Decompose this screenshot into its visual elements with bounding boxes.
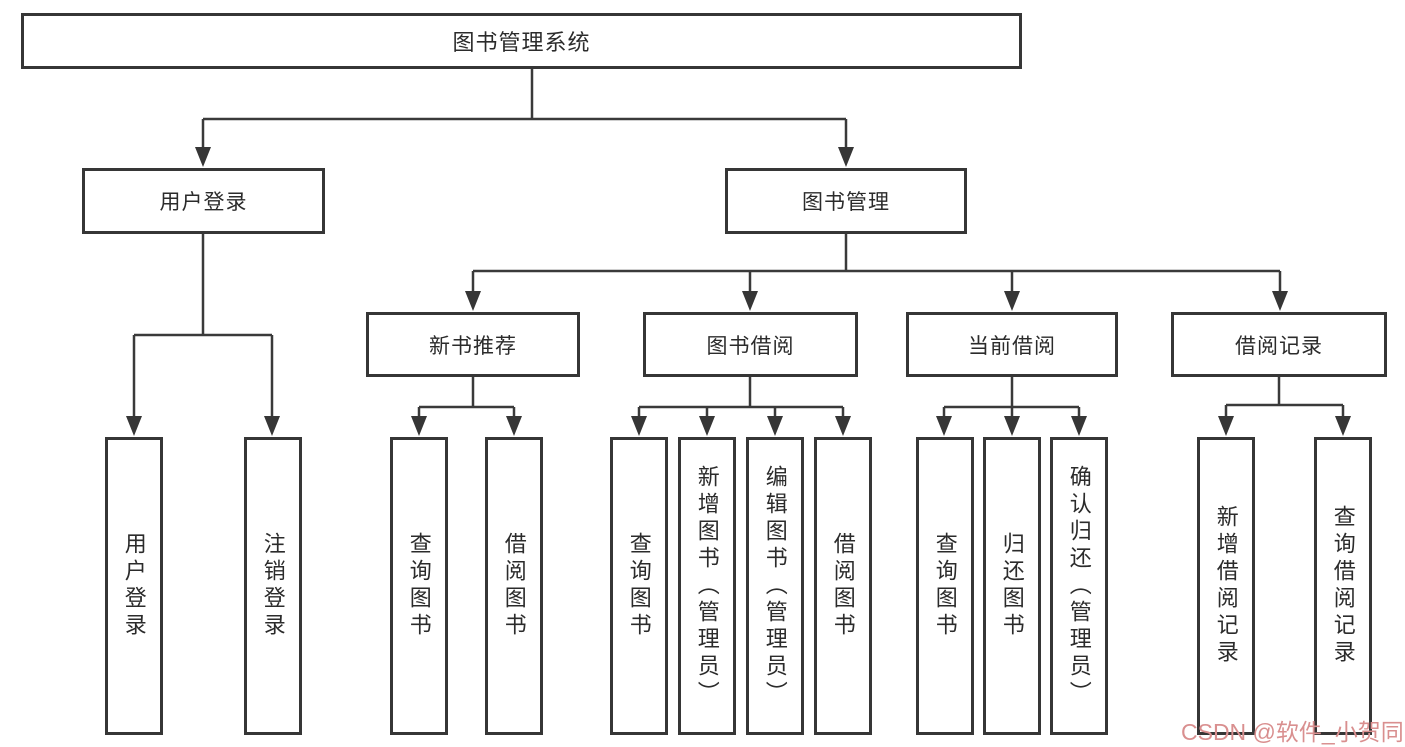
leaf-label: 新增借阅记录 xyxy=(1213,505,1239,667)
node-label: 新书推荐 xyxy=(429,334,517,358)
leaf-label: 借阅图书 xyxy=(501,532,527,640)
node-label: 借阅记录 xyxy=(1235,334,1323,358)
node-user-login: 用户登录 xyxy=(82,168,325,234)
leaf-newbook-query-books: 查询图书 xyxy=(390,437,448,735)
leaf-current-query-books: 查询图书 xyxy=(916,437,974,735)
leaf-label: 编辑图书（管理员） xyxy=(762,464,788,708)
node-book-management: 图书管理 xyxy=(725,168,967,234)
leaf-label: 注销登录 xyxy=(260,532,286,640)
leaf-newbook-borrow-books: 借阅图书 xyxy=(485,437,543,735)
leaf-borrowing-borrow-books: 借阅图书 xyxy=(814,437,872,735)
csdn-watermark: CSDN @软件_小贺同学 xyxy=(1181,719,1405,745)
leaf-label: 查询图书 xyxy=(406,532,432,640)
leaf-logout: 注销登录 xyxy=(244,437,302,735)
node-label: 图书管理 xyxy=(802,191,890,214)
node-label: 图书借阅 xyxy=(706,334,795,358)
leaf-label: 归还图书 xyxy=(999,532,1025,640)
leaf-records-add-record: 新增借阅记录 xyxy=(1197,437,1255,735)
node-current-borrowing: 当前借阅 xyxy=(906,312,1118,377)
node-label: 图书管理系统 xyxy=(452,30,591,55)
leaf-label: 新增图书（管理员） xyxy=(694,464,720,708)
leaf-borrowing-query-books: 查询图书 xyxy=(610,437,668,735)
leaf-current-confirm-return-admin: 确认归还（管理员） xyxy=(1050,437,1108,735)
node-new-book-recommend: 新书推荐 xyxy=(366,312,580,377)
node-library-system-root: 图书管理系统 xyxy=(21,13,1022,69)
node-label: 当前借阅 xyxy=(968,334,1056,358)
leaf-label: 查询图书 xyxy=(932,532,958,640)
node-label: 用户登录 xyxy=(159,191,248,214)
node-book-borrowing: 图书借阅 xyxy=(643,312,858,377)
leaf-label: 确认归还（管理员） xyxy=(1066,464,1092,708)
leaf-user-login: 用户登录 xyxy=(105,437,163,735)
leaf-borrowing-add-books-admin: 新增图书（管理员） xyxy=(678,437,736,735)
leaf-borrowing-edit-books-admin: 编辑图书（管理员） xyxy=(746,437,804,735)
leaf-label: 查询借阅记录 xyxy=(1330,505,1356,667)
leaf-label: 借阅图书 xyxy=(830,532,856,640)
leaf-label: 查询图书 xyxy=(626,532,652,640)
leaf-label: 用户登录 xyxy=(121,532,147,640)
leaf-current-return-books: 归还图书 xyxy=(983,437,1041,735)
node-borrowing-records: 借阅记录 xyxy=(1171,312,1387,377)
leaf-records-query-record: 查询借阅记录 xyxy=(1314,437,1372,735)
